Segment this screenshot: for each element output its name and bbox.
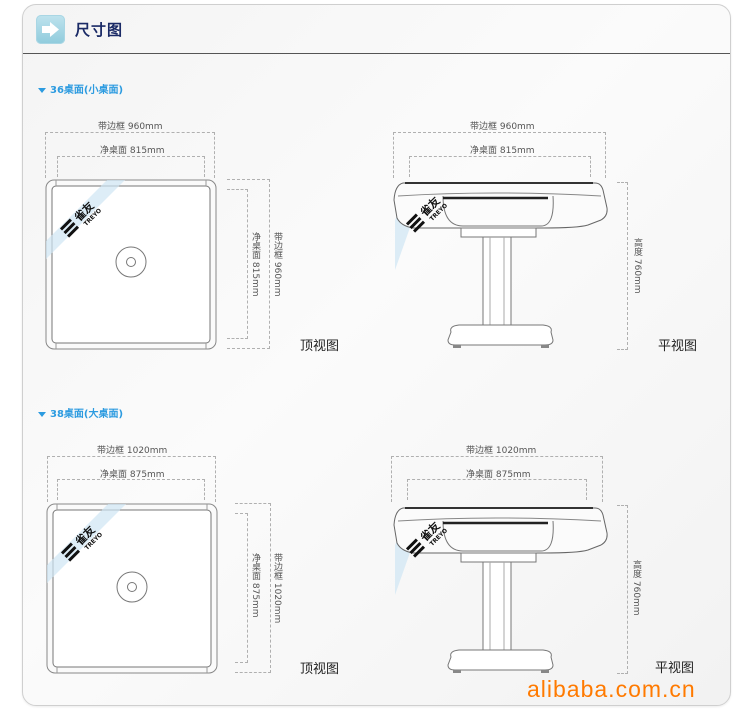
watermark: alibaba.com.cn xyxy=(527,676,696,702)
net-depth-label: 净桌面 815mm xyxy=(250,232,260,297)
section-title-38: 38桌面(大桌面) xyxy=(38,405,123,420)
frame-depth-label: 带边框 960mm xyxy=(272,232,282,297)
height-label: 高度 760mm xyxy=(631,560,641,616)
net-depth-dimension xyxy=(227,189,248,339)
net-width-dimension xyxy=(57,479,205,500)
triangle-down-icon xyxy=(38,411,46,417)
table-top-view-drawing: 雀友 TREYO xyxy=(45,179,217,350)
frame-width-dimension xyxy=(391,456,603,502)
section-title-36: 36桌面(小桌面) xyxy=(38,81,123,96)
frame-depth-label: 带边框 1020mm xyxy=(272,553,282,624)
net-depth-dimension xyxy=(235,513,248,663)
frame-width-dimension xyxy=(45,132,215,178)
section-title-text: 38桌面(大桌面) xyxy=(50,409,124,420)
net-width-label: 净桌面 875mm xyxy=(466,470,531,480)
table-side-view-drawing: 雀友 TREYO xyxy=(393,182,608,348)
frame-width-label: 带边框 960mm xyxy=(98,122,163,132)
height-label: 高度 760mm xyxy=(632,238,642,294)
net-width-dimension xyxy=(409,156,591,177)
net-width-label: 净桌面 815mm xyxy=(470,146,535,156)
table-side-view-drawing: 雀友 TREYO xyxy=(393,507,608,673)
net-width-dimension xyxy=(57,156,205,177)
page-title: 尺寸图 xyxy=(75,21,124,39)
top-view-label: 顶视图 xyxy=(300,339,340,354)
frame-width-label: 带边框 1020mm xyxy=(97,446,168,456)
arrow-right-icon xyxy=(36,15,65,44)
height-dimension xyxy=(617,505,628,674)
frame-width-dimension xyxy=(393,132,606,178)
net-width-dimension xyxy=(407,479,587,500)
side-view-label: 平视图 xyxy=(658,339,698,354)
triangle-down-icon xyxy=(38,87,46,93)
frame-width-label: 带边框 1020mm xyxy=(466,446,537,456)
frame-width-dimension xyxy=(47,456,216,502)
top-view-label: 顶视图 xyxy=(300,662,340,677)
net-width-label: 净桌面 875mm xyxy=(100,470,165,480)
panel-header: 尺寸图 xyxy=(23,5,730,54)
section-title-text: 36桌面(小桌面) xyxy=(50,85,124,96)
frame-width-label: 带边框 960mm xyxy=(470,122,535,132)
side-view-label: 平视图 xyxy=(655,661,695,676)
net-depth-label: 净桌面 875mm xyxy=(250,553,260,618)
height-dimension xyxy=(617,182,628,350)
net-width-label: 净桌面 815mm xyxy=(100,146,165,156)
frame-depth-dimension xyxy=(227,179,270,349)
table-top-view-drawing: 雀友 TREYO xyxy=(46,503,218,674)
frame-depth-dimension xyxy=(235,503,271,673)
